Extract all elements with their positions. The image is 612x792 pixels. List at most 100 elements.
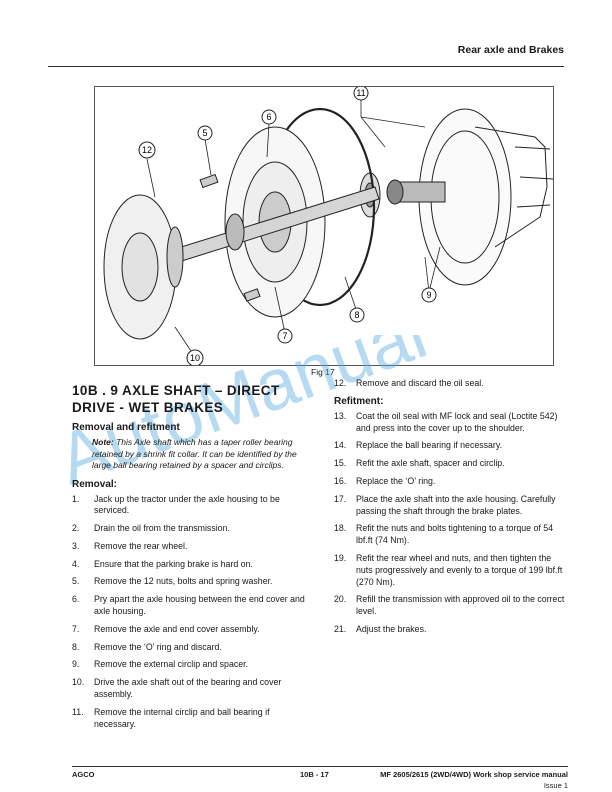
step-number: 2. xyxy=(72,523,80,534)
step-text: Remove the internal circlip and ball bea… xyxy=(94,706,270,729)
step-number: 17. xyxy=(334,493,347,504)
step-number: 7. xyxy=(72,623,80,634)
refitment-steps: 13. Coat the oil seal with MF lock and se… xyxy=(334,411,568,636)
step-text: Adjust the brakes. xyxy=(356,623,427,634)
left-column: 10B . 9 AXLE SHAFT – DIRECT DRIVE - WET … xyxy=(72,382,308,736)
step-item: 21. Adjust the brakes. xyxy=(334,624,568,636)
step-item: 9. Remove the external circlip and spacer… xyxy=(72,659,308,671)
note-label: Note: xyxy=(92,437,114,447)
step-number: 8. xyxy=(72,641,80,652)
step-number: 14. xyxy=(334,440,347,451)
step-text: Drain the oil from the transmission. xyxy=(94,523,230,534)
svg-text:6: 6 xyxy=(266,112,271,122)
step-number: 9. xyxy=(72,659,80,670)
step-number: 21. xyxy=(334,623,347,634)
right-column: 12. Remove and discard the oil seal. Ref… xyxy=(334,378,568,642)
note: Note: This Axle shaft which has a taper … xyxy=(92,437,308,472)
footer-page-number: 10B - 17 xyxy=(300,770,329,779)
callout-6: 6 xyxy=(261,109,277,125)
step-text: Pry apart the axle housing between the e… xyxy=(94,594,305,617)
step-text: Coat the oil seal with MF lock and seal … xyxy=(356,410,558,433)
svg-text:5: 5 xyxy=(202,128,207,138)
step-text: Replace the ball bearing if necessary. xyxy=(356,440,503,451)
callout-9: 9 xyxy=(421,287,437,303)
step-number: 11. xyxy=(72,706,84,717)
figure-caption: Fig 17 xyxy=(311,367,335,377)
step-item: 3. Remove the rear wheel. xyxy=(72,541,308,553)
step-text: Replace the ‘O’ ring. xyxy=(356,475,436,486)
section-title: 10B . 9 AXLE SHAFT – DIRECT DRIVE - WET … xyxy=(72,383,280,415)
callout-8: 8 xyxy=(349,307,365,323)
wheel-flange xyxy=(103,194,184,340)
step-item: 13. Coat the oil seal with MF lock and se… xyxy=(334,411,568,435)
axle-shaft xyxy=(164,186,380,266)
step-number: 5. xyxy=(72,576,80,587)
svg-text:8: 8 xyxy=(354,310,359,320)
step-item: 18. Refit the nuts and bolts tightening t… xyxy=(334,523,568,547)
step-item: 15. Refit the axle shaft, spacer and circ… xyxy=(334,458,568,470)
step-number: 1. xyxy=(72,493,80,504)
callout-5: 5 xyxy=(197,125,213,141)
step-12: 12. Remove and discard the oil seal. xyxy=(334,378,484,388)
note-text: This Axle shaft which has a taper roller… xyxy=(92,437,297,470)
step-text: Drive the axle shaft out of the bearing … xyxy=(94,677,282,700)
svg-text:12: 12 xyxy=(142,145,152,155)
svg-text:10: 10 xyxy=(190,353,200,363)
step-number: 13. xyxy=(334,410,347,421)
step-item: 17. Place the axle shaft into the axle ho… xyxy=(334,494,568,518)
header-divider xyxy=(48,66,564,67)
callout-10: 10 xyxy=(186,349,204,365)
step-item: 11. Remove the internal circlip and ball … xyxy=(72,707,308,731)
step-item: 5. Remove the 12 nuts, bolts and spring w… xyxy=(72,576,308,588)
step-text: Refit the rear wheel and nuts, and then … xyxy=(356,552,563,587)
step-item: 19. Refit the rear wheel and nuts, and th… xyxy=(334,553,568,588)
svg-text:11: 11 xyxy=(356,88,365,98)
step-text: Refill the transmission with approved oi… xyxy=(356,594,565,617)
step-item: 2. Drain the oil from the transmission. xyxy=(72,523,308,535)
footer-issue: Issue 1 xyxy=(543,781,568,790)
callout-12: 12 xyxy=(138,141,156,159)
footer-manual-title: MF 2605/2615 (2WD/4WD) Work shop service… xyxy=(380,770,568,779)
step-text: Remove the ‘O’ ring and discard. xyxy=(94,641,222,652)
step-item: 1. Jack up the tractor under the axle hou… xyxy=(72,494,308,518)
step-item: 16. Replace the ‘O’ ring. xyxy=(334,476,568,488)
footer-brand: AGCO xyxy=(72,770,95,779)
callout-11: 11 xyxy=(353,87,369,101)
step-number: 3. xyxy=(72,540,80,551)
step-number: 16. xyxy=(334,475,347,486)
step-number: 18. xyxy=(334,523,347,534)
step-item: 14. Replace the ball bearing if necessary… xyxy=(334,440,568,452)
axle-housing xyxy=(359,108,553,286)
step-text: Remove the rear wheel. xyxy=(94,540,188,551)
step-item: 7. Remove the axle and end cover assembly… xyxy=(72,624,308,636)
step-item: 6. Pry apart the axle housing between the… xyxy=(72,594,308,618)
subheading-removal-refitment: Removal and refitment xyxy=(72,422,180,433)
step-number: 20. xyxy=(334,594,347,605)
step-number: 4. xyxy=(72,558,80,569)
step-item: 4. Ensure that the parking brake is hard … xyxy=(72,559,308,571)
step-text: Place the axle shaft into the axle housi… xyxy=(356,493,556,516)
bolts xyxy=(199,173,261,302)
step-text: Refit the axle shaft, spacer and circlip… xyxy=(356,458,505,469)
step-text: Refit the nuts and bolts tightening to a… xyxy=(356,523,554,546)
callout-7: 7 xyxy=(277,328,293,344)
removal-steps: 1. Jack up the tractor under the axle hou… xyxy=(72,494,308,731)
step-number: 15. xyxy=(334,458,347,469)
step-text: Remove the axle and end cover assembly. xyxy=(94,623,260,634)
svg-text:7: 7 xyxy=(282,331,287,341)
removal-heading: Removal: xyxy=(72,478,118,490)
step-item: 20. Refill the transmission with approved… xyxy=(334,594,568,618)
page-header-title: Rear axle and Brakes xyxy=(457,44,564,56)
step-number: 19. xyxy=(334,552,347,563)
svg-text:9: 9 xyxy=(426,290,431,300)
refitment-heading: Refitment: xyxy=(334,395,384,407)
step-number: 6. xyxy=(72,594,80,605)
exploded-axle-diagram: 5 6 12 11 9 8 7 10 xyxy=(94,86,554,366)
step-item: 10. Drive the axle shaft out of the beari… xyxy=(72,677,308,701)
step-text: Ensure that the parking brake is hard on… xyxy=(94,558,253,569)
step-text: Jack up the tractor under the axle housi… xyxy=(94,493,280,516)
step-item: 8. Remove the ‘O’ ring and discard. xyxy=(72,642,308,654)
step-text: Remove the 12 nuts, bolts and spring was… xyxy=(94,576,273,587)
step-text: Remove the external circlip and spacer. xyxy=(94,659,249,670)
step-number: 10. xyxy=(72,677,85,688)
